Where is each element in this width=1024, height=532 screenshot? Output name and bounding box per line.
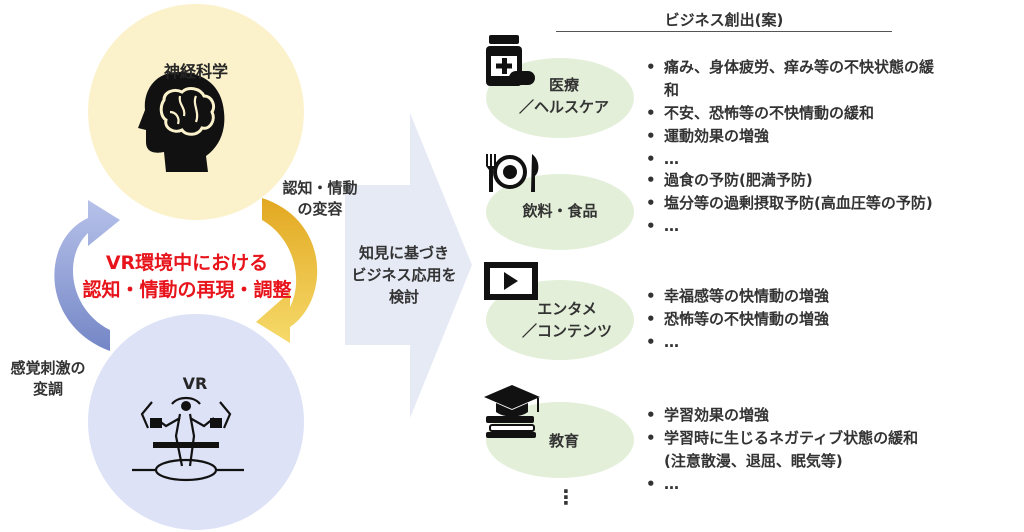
list-item: 幸福感等の快情動の増強 [642,285,1012,308]
header-underline [556,31,892,32]
middle-arrow-text-line1: 知見に基づき [358,244,449,262]
list-item: … [642,473,1012,496]
arrow-label-sensory: 感覚刺激の 変調 [0,358,96,400]
sector-label-entertainment-line1: エンタメ [537,300,597,318]
list-item: 学習効果の増強 [642,404,1012,427]
list-item: 過食の予防(肥満予防) [642,169,1012,192]
video-play-icon [484,262,538,300]
cycle-arrow-left [54,200,120,351]
brain-head-icon [138,72,225,172]
vr-user-icon [132,396,244,482]
center-message-line1: VR環境中における [105,252,269,274]
sector-label-entertainment-line2: ／コンテンツ [521,322,612,340]
list-item: … [642,148,1012,171]
sector-label-education: 教育 [548,432,579,450]
sector-oval-food [486,174,634,250]
big-right-arrow [345,113,472,418]
list-item: 学習時に生じるネガティブ状態の緩和 [642,427,1012,450]
list-item-text-wrap: 和 [664,81,680,99]
list-item: 塩分等の過剰摂取予防(高血圧等の予防) [642,192,1012,215]
arrow-label-cognition-line2: の変容 [297,200,343,218]
medicine-icon [486,35,535,86]
dining-icon [486,154,539,192]
vr-label: VR [182,374,208,393]
arrow-label-sensory-line2: 変調 [32,380,63,398]
list-item: … [642,215,1012,238]
sector-label-medical: 医療 ／ヘルスケア [514,74,614,118]
list-item: 不安、恐怖等の不快情動の緩和 [642,102,1012,125]
neuroscience-label: 神経科学 [163,62,228,81]
list-item: … [642,331,1012,354]
list-item: (注意散漫、退屈、眠気等) [664,452,843,470]
arrow-label-cognition-line1: 認知・情動 [282,179,358,197]
middle-arrow-text-line3: 検討 [388,288,419,306]
bullet-list-food: 過食の予防(肥満予防) 塩分等の過剰摂取予防(高血圧等の予防) … [642,169,1012,238]
graduation-cap-icon [484,385,540,438]
center-message: VR環境中における 認知・情動の再現・調整 [62,250,312,304]
sector-label-medical-line2: ／ヘルスケア [518,98,609,116]
center-message-line2: 認知・情動の再現・調整 [82,279,292,301]
list-item-text: 痛み、身体疲労、痒み等の不快状態の緩 [664,58,935,76]
more-sectors-ellipsis: ⋮ [556,485,576,509]
sector-label-medical-line1: 医療 [548,76,579,94]
bullet-list-education: 学習効果の増強 学習時に生じるネガティブ状態の緩和 (注意散漫、退屈、眠気等) … [642,404,1012,496]
middle-arrow-text: 知見に基づき ビジネス応用を 検討 [340,242,468,308]
sector-label-entertainment: エンタメ ／コンテンツ [512,298,622,342]
arrow-label-cognition: 認知・情動 の変容 [272,178,368,220]
sector-label-food: 飲料・食品 [522,202,598,220]
arrow-label-sensory-line1: 感覚刺激の [10,359,86,377]
cycle-arrow-right [256,198,318,343]
middle-arrow-text-line2: ビジネス応用を [351,266,457,284]
list-item: 恐怖等の不快情動の増強 [642,308,1012,331]
bullet-list-entertainment: 幸福感等の快情動の増強 恐怖等の不快情動の増強 … [642,285,1012,354]
business-creation-header: ビジネス創出(案) [664,11,784,29]
list-item: 運動効果の増強 [642,125,1012,148]
